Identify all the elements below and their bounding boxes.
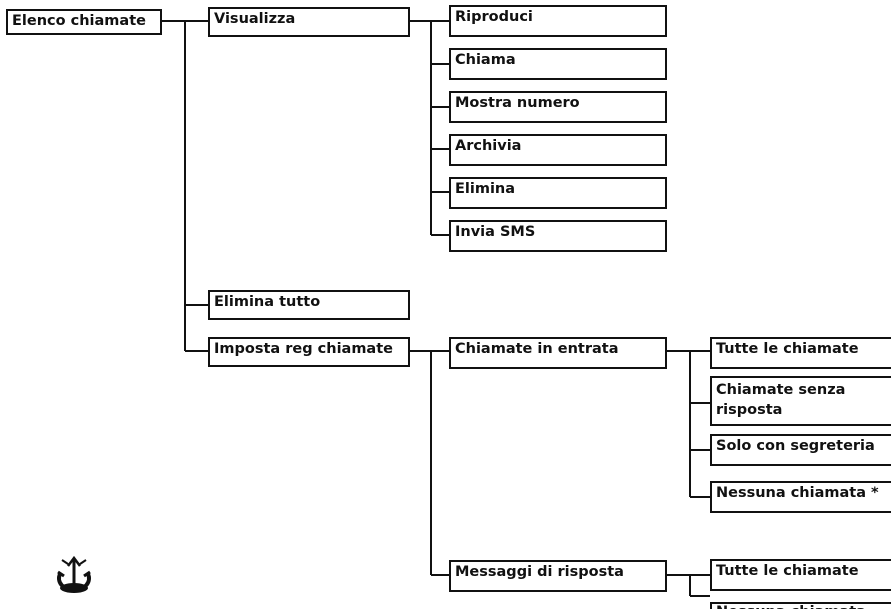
node-mostra-numero: Mostra numero <box>449 91 667 123</box>
node-nessuna-chiamata-risposta: Nessuna chiamata <box>710 602 891 609</box>
node-imposta-reg-chiamate: Imposta reg chiamate <box>208 337 410 367</box>
node-tutte-le-chiamate-entrata: Tutte le chiamate <box>710 337 891 369</box>
node-elimina: Elimina <box>449 177 667 209</box>
node-elimina-tutto: Elimina tutto <box>208 290 410 320</box>
node-riproduci: Riproduci <box>449 5 667 37</box>
node-tutte-le-chiamate-risposta: Tutte le chiamate <box>710 559 891 591</box>
node-chiamate-senza-risposta: Chiamate senza risposta <box>710 376 891 426</box>
node-chiama: Chiama <box>449 48 667 80</box>
node-messaggi-di-risposta: Messaggi di risposta <box>449 560 667 592</box>
node-archivia: Archivia <box>449 134 667 166</box>
node-solo-con-segreteria: Solo con segreteria <box>710 434 891 466</box>
node-chiamate-in-entrata: Chiamate in entrata <box>449 337 667 369</box>
menu-key-icon <box>57 555 91 593</box>
node-invia-sms: Invia SMS <box>449 220 667 252</box>
node-visualizza: Visualizza <box>208 7 410 37</box>
node-nessuna-chiamata-entrata: Nessuna chiamata * <box>710 481 891 513</box>
root-node: Elenco chiamate <box>6 9 162 35</box>
